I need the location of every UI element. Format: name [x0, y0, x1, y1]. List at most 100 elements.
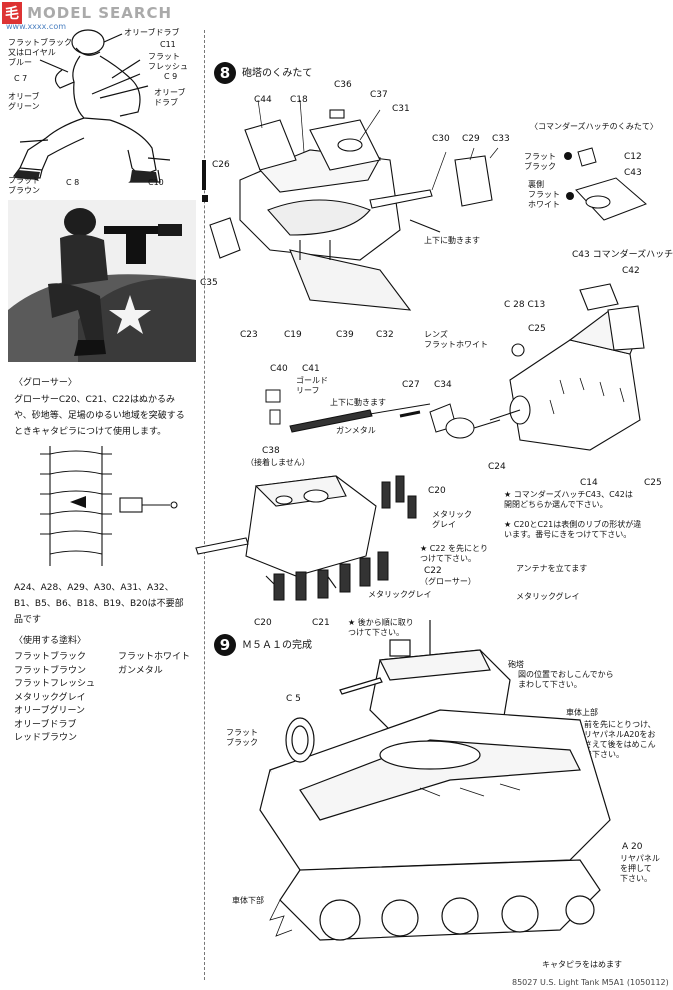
part-c26: C26	[212, 160, 230, 170]
cmd-hatch-drawing	[564, 147, 647, 221]
label-flat-flesh: フラット フレッシュ	[148, 52, 188, 71]
note-upper-hull: 車体上部	[566, 708, 598, 717]
part-c21: C21	[312, 618, 330, 628]
paint-item: オリーブドラブ	[14, 719, 77, 730]
note-rear-panel: リヤパネル を押して 下さい。	[620, 854, 660, 883]
part-c24: C24	[488, 462, 506, 472]
label-c7: C 7	[14, 74, 28, 83]
label-flat-black: フラットブラック	[8, 38, 72, 47]
note-metallic-gray-3: メタリックグレイ	[516, 592, 580, 601]
step-9-title: Ｍ５Ａ１の完成	[242, 640, 312, 651]
part-c14: C14	[580, 478, 598, 488]
part-a20: A 20	[622, 842, 643, 852]
note-lens: レンズ フラットホワイト	[424, 330, 488, 349]
part-c43: C43	[624, 168, 642, 178]
part-c35: C35	[200, 278, 218, 288]
part-c30: C30	[432, 134, 450, 144]
part-c5: C 5	[286, 694, 301, 704]
label-flat-brown: フラット ブラウン	[8, 176, 40, 195]
part-c19: C19	[284, 330, 302, 340]
note-grouser-tag: （グローサー）	[420, 577, 476, 586]
part-c20a: C20	[428, 486, 446, 496]
watermark-text: MODEL SEARCH	[27, 4, 173, 22]
note-upper-hull-body: 前を先にとりつけ、 リヤパネルA20をお さえて後をはめこん で下さい。	[584, 720, 656, 759]
unused-parts: A24、A28、A29、A30、A31、A32、B1、B5、B6、B18、B19…	[14, 583, 184, 625]
part-c38: C38	[262, 446, 280, 456]
note-no-glue: （接着しません）	[246, 458, 310, 467]
part-c37: C37	[370, 90, 388, 100]
paint-item: フラットフレッシュ	[14, 679, 96, 689]
footer-code: 85027 U.S. Light Tank M5A1 (1050112)	[512, 978, 669, 987]
part-c12: C12	[624, 152, 642, 162]
watermark-url: www.xxxx.com	[6, 22, 67, 31]
paints-right-list: フラットホワイト ガンメタル	[118, 651, 190, 678]
step-8-title: 砲塔のくみたて	[242, 68, 313, 79]
part-c41: C41	[302, 364, 320, 374]
gun-parts-drawing	[265, 389, 501, 439]
step-9-number: 9	[214, 634, 236, 656]
paint-item: フラットブラウン	[14, 665, 87, 676]
watermark-logo: 毛	[2, 2, 22, 24]
part-c18: C18	[290, 95, 308, 105]
label-olive-green: オリーブ グリーン	[8, 92, 40, 111]
part-c39: C39	[336, 330, 354, 340]
note-star-cmd: ★ コマンダーズハッチC43、C42は 開閉どちらか選んで下さい。	[504, 490, 633, 509]
part-c27: C27	[402, 380, 420, 390]
part-c23: C23	[240, 330, 258, 340]
cmd-hatch-title: 〈コマンダーズハッチのくみたて〉	[530, 122, 658, 131]
paint-item: メタリックグレイ	[14, 692, 86, 703]
part-c25a: C25	[528, 324, 546, 334]
tank-drawing	[259, 620, 611, 941]
paints-left-list: フラットブラック フラットブラウン フラットフレッシュ メタリックグレイ オリー…	[14, 651, 95, 746]
part-c28-c13: C 28 C13	[504, 300, 546, 310]
turret-exploded-drawing	[202, 99, 499, 311]
note-antenna: アンテナを立てます	[516, 564, 588, 573]
note-track: キャタピラをはめます	[542, 960, 622, 969]
part-c32: C32	[376, 330, 394, 340]
model-photo	[8, 200, 196, 362]
label-c9: C 9	[164, 72, 178, 81]
paint-item: フラットブラック	[14, 652, 87, 662]
note-turret-body: 図の位置でおしこんでから まわして下さい。	[518, 670, 614, 689]
part-c29: C29	[462, 134, 480, 144]
cmd-c43-label: C43 コマンダーズハッチ	[572, 250, 673, 260]
label-c10: C10	[148, 178, 164, 187]
part-c25b: C25	[644, 478, 662, 488]
part-c36: C36	[334, 80, 352, 90]
part-c31: C31	[392, 104, 410, 114]
grouser-heading: 〈グローサー〉	[14, 378, 77, 388]
part-c22: C22	[424, 566, 442, 576]
note-lower-hull: 車体下部	[232, 896, 264, 905]
part-c20b: C20	[254, 618, 272, 628]
note-turret: 砲塔	[508, 660, 524, 669]
paints-heading: 〈使用する塗料〉	[14, 636, 87, 646]
figure-drawing	[12, 29, 171, 183]
label-royal-blue: 又はロイヤル ブルー	[8, 48, 56, 67]
cmd-flat-black: フラット ブラック	[524, 152, 556, 171]
part-c40: C40	[270, 364, 288, 374]
label-c8: C 8	[66, 178, 80, 187]
part-c33: C33	[492, 134, 510, 144]
note-moves-2: 上下に動きます	[330, 398, 386, 407]
watermark: 毛 MODEL SEARCH	[2, 2, 172, 24]
turret-grouser-drawing	[195, 475, 417, 601]
paint-item: オリーブグリーン	[14, 706, 86, 716]
step-8-number: 8	[214, 62, 236, 84]
part-c34: C34	[434, 380, 452, 390]
photo-content	[8, 200, 196, 362]
label-c11: C11	[160, 40, 176, 49]
grouser-body: グローサーC20、C21、C22はぬかるみや、砂地等、足場のゆるい地域を突破する…	[14, 395, 185, 437]
note-gold-leaf: ゴールド リーフ	[296, 376, 328, 395]
note-star-rib: ★ C20とC21は表側のリブの形状が違 います。番号にきをつけて下さい。	[504, 520, 642, 539]
paint-item: フラットホワイト	[118, 652, 191, 662]
note-metallic-gray: メタリック グレイ	[432, 510, 472, 529]
cmd-back-white: 裏側 フラット ホワイト	[528, 180, 560, 209]
note-gunmetal: ガンメタル	[336, 426, 376, 435]
part-c42: C42	[622, 266, 640, 276]
note-flat-black-wheel: フラット ブラック	[226, 728, 258, 747]
paint-item: レッドブラウン	[14, 733, 78, 743]
note-metallic-gray-2: メタリックグレイ	[368, 590, 432, 599]
note-rear-first: ★ 後から順に取り つけて下さい。	[348, 618, 414, 637]
column-divider	[204, 30, 206, 980]
note-c22-first: ★ C22 を先にとり つけて下さい。	[420, 544, 489, 563]
